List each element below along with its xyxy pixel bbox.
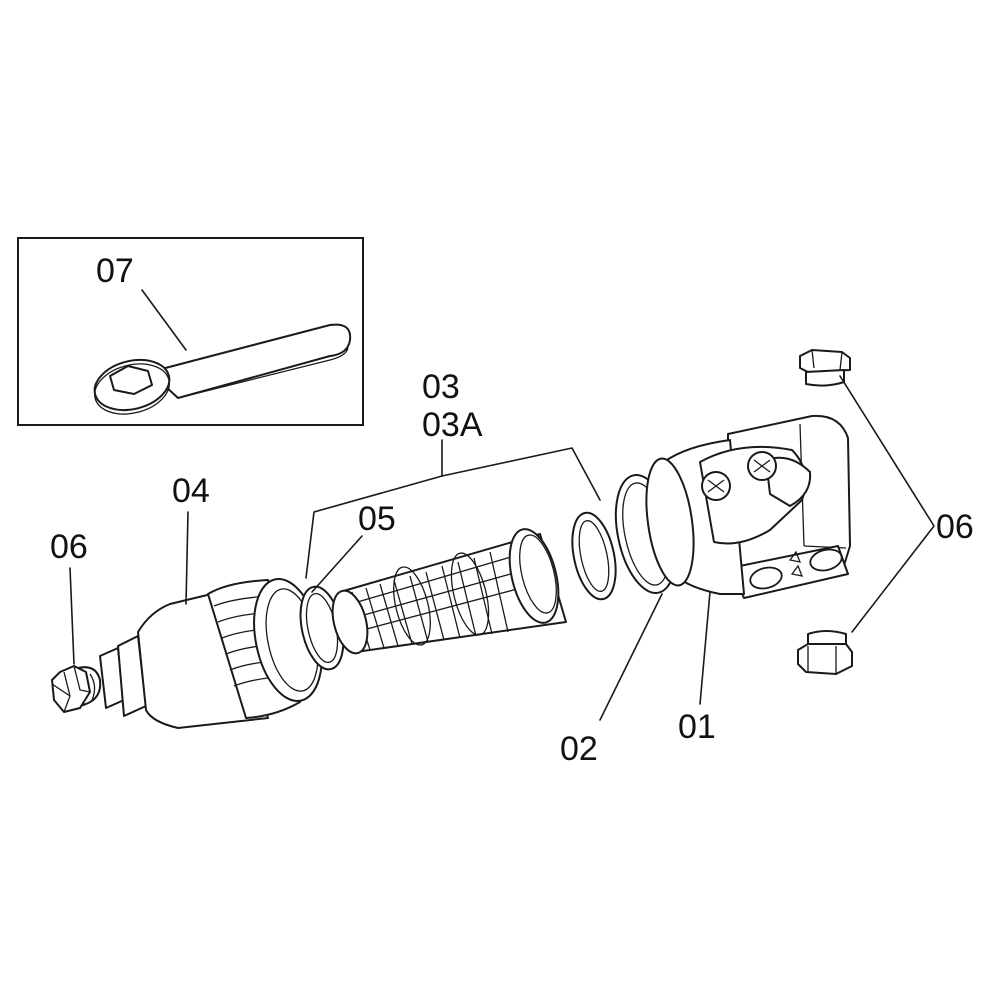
plug-06-right-bottom (797, 630, 853, 675)
label-01: 01 (678, 708, 716, 746)
screw-right (747, 451, 777, 481)
plug-06-left (51, 665, 102, 713)
bowl-04 (99, 577, 323, 729)
label-03a: 03A (422, 406, 483, 444)
leader-06-right (839, 375, 935, 633)
oring-small (571, 511, 617, 601)
wrench-inset (17, 237, 364, 426)
leader-02 (599, 593, 663, 721)
leader-05 (311, 535, 363, 593)
label-06-right: 06 (936, 508, 974, 546)
plug-06-right-top (799, 349, 851, 387)
head-01 (645, 414, 851, 599)
leader-06-left (69, 567, 75, 665)
filter-cartridge-03 (331, 528, 567, 655)
label-02: 02 (560, 730, 598, 768)
port-out (809, 548, 843, 572)
leader-04 (185, 511, 189, 605)
label-04: 04 (172, 472, 210, 510)
label-07: 07 (96, 252, 134, 290)
screw-left (701, 471, 731, 501)
leader-01 (699, 591, 711, 705)
label-06-left: 06 (50, 528, 88, 566)
label-03: 03 (422, 368, 460, 406)
wrench-07 (93, 323, 352, 415)
port-in (749, 566, 783, 590)
label-05: 05 (358, 500, 396, 538)
leader-07 (141, 289, 187, 351)
